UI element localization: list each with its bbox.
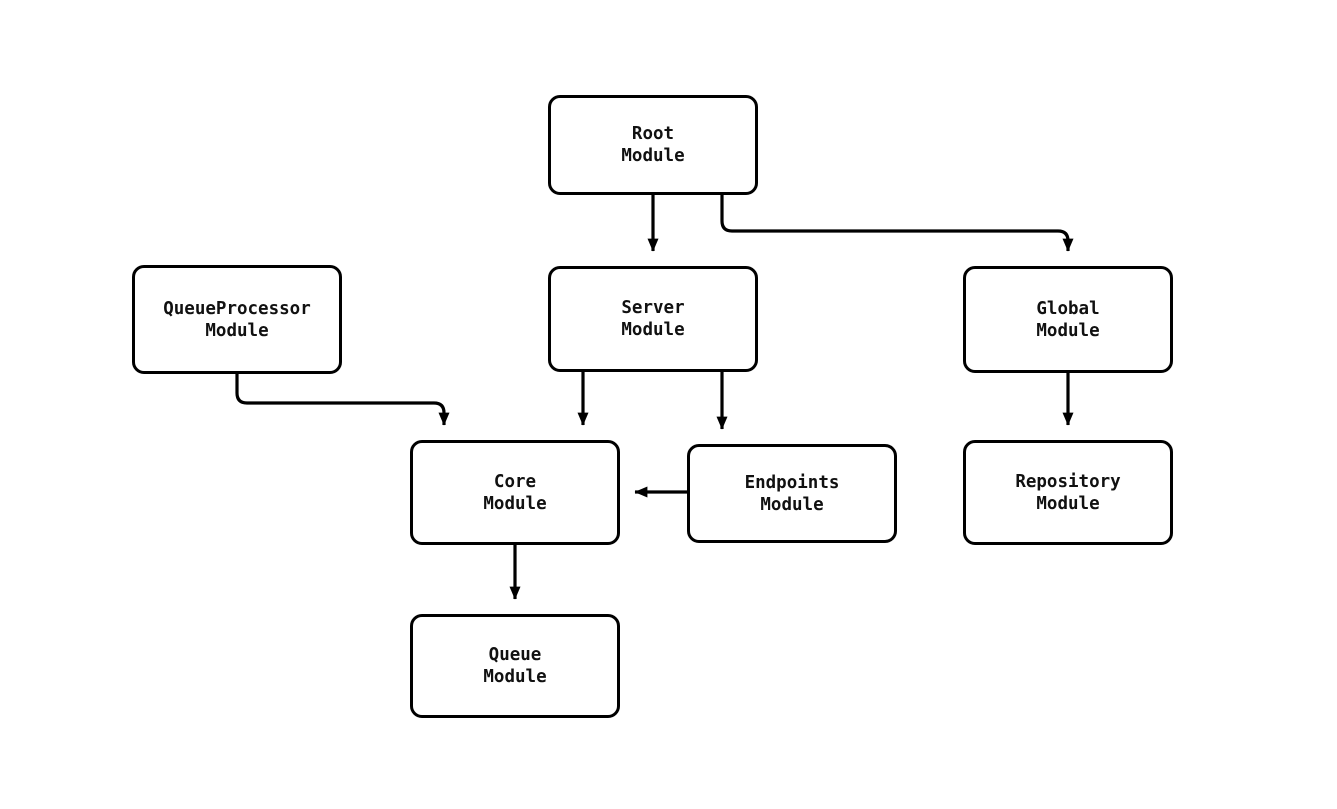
node-root-module[interactable]: Root Module: [548, 95, 758, 195]
node-server-module-label-line2: Module: [621, 320, 685, 340]
node-endpoints-module-label-line1: Endpoints: [744, 472, 840, 493]
node-core-module-label-line1: Core: [493, 471, 537, 492]
node-core-module[interactable]: Core Module: [410, 440, 620, 545]
edge-queueprocessor-to-core: [235, 374, 450, 426]
node-server-module-label-line1: Server: [621, 298, 685, 318]
node-global-module-label-line1: Global: [1036, 298, 1100, 319]
node-queueprocessor-module-label-line1: QueueProcessor: [163, 298, 311, 319]
node-repository-module-label-line2: Module: [1036, 493, 1100, 514]
node-core-module-label-line2: Module: [483, 493, 547, 514]
node-endpoints-module-label-line2: Module: [760, 494, 824, 515]
node-repository-module[interactable]: Repository Module: [963, 440, 1173, 545]
node-global-module[interactable]: Global Module: [963, 266, 1173, 373]
node-server-module[interactable]: Server Module: [548, 266, 758, 372]
node-queueprocessor-module-label-line2: Module: [205, 320, 269, 341]
node-root-module-label-line2: Module: [621, 146, 685, 166]
node-queue-module-label-line1: Queue: [488, 645, 542, 665]
node-endpoints-module[interactable]: Endpoints Module: [687, 444, 897, 543]
node-queue-module[interactable]: Queue Module: [410, 614, 620, 718]
node-queue-module-label-line2: Module: [483, 667, 547, 687]
node-repository-module-label-line1: Repository: [1015, 471, 1121, 492]
edge-root-to-global: [720, 195, 1074, 252]
node-root-module-label-line1: Root: [631, 124, 675, 144]
node-global-module-label-line2: Module: [1036, 320, 1100, 341]
node-queueprocessor-module[interactable]: QueueProcessor Module: [132, 265, 342, 374]
